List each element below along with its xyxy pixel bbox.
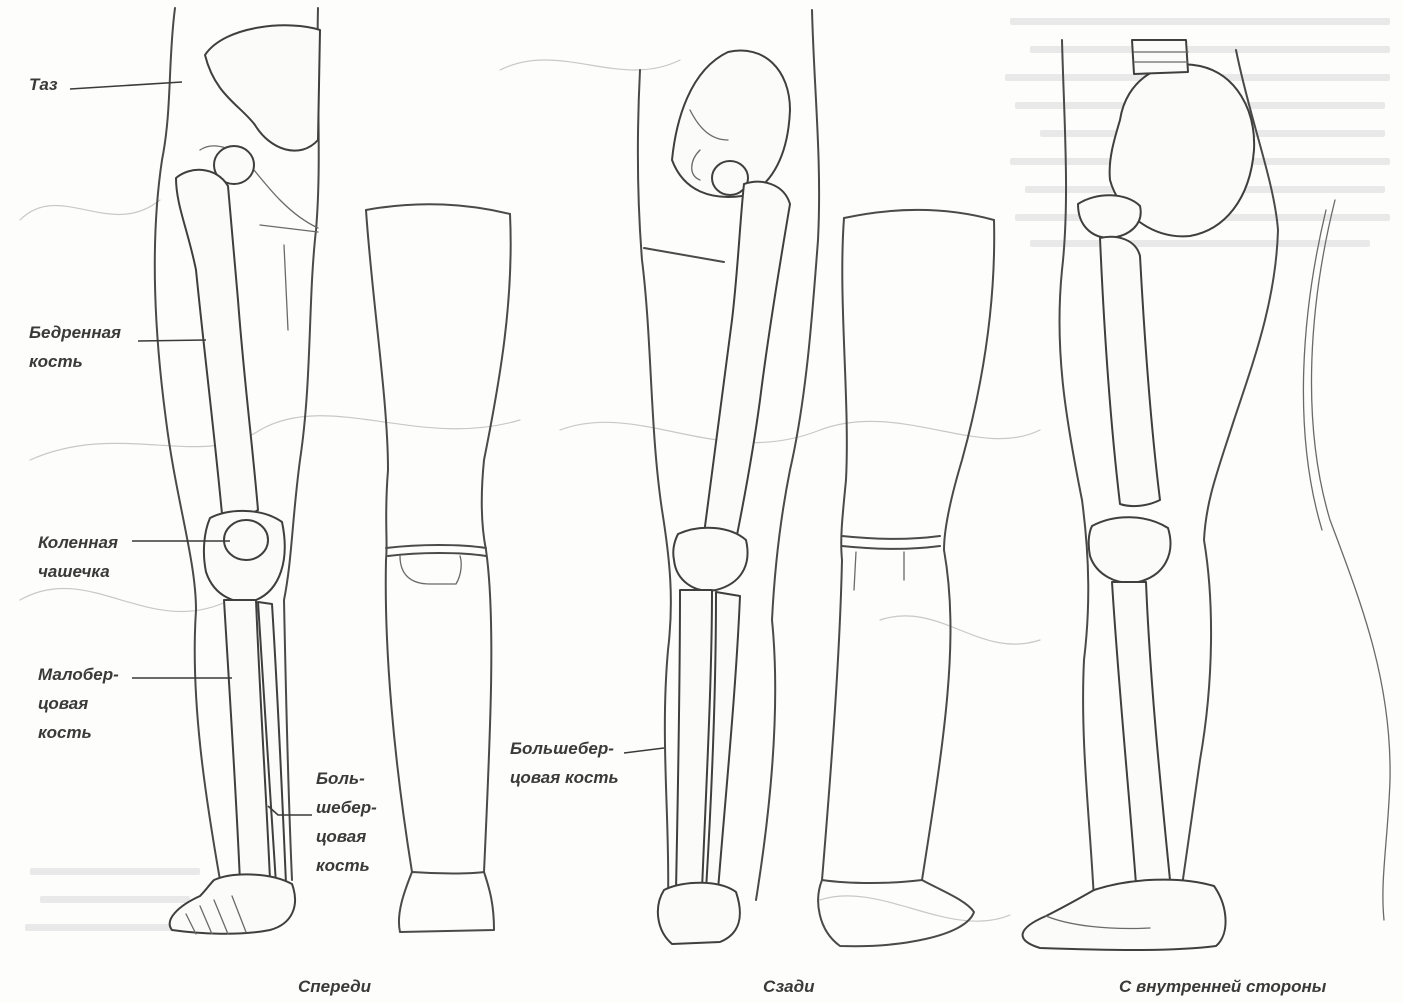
- background-scribbles: [20, 60, 1040, 921]
- leader-tibia-back: [624, 748, 664, 753]
- front-leg-skeleton: [155, 8, 320, 934]
- caption-inner-side: С внутренней стороны: [1119, 977, 1326, 997]
- label-tibia-front: Боль- шебер- цовая кость: [316, 764, 377, 880]
- label-fibula: Малобер- цовая кость: [38, 660, 119, 747]
- label-femur: Бедренная кость: [29, 318, 121, 376]
- label-pelvis: Таз: [29, 70, 58, 99]
- back-leg-skeleton: [638, 10, 819, 944]
- background-contour: [1303, 200, 1390, 920]
- inner-side-leg: [1023, 40, 1278, 950]
- leader-lines: [70, 82, 664, 815]
- label-patella: Коленная чашечка: [38, 528, 118, 586]
- label-tibia-back: Большебер- цовая кость: [510, 734, 619, 792]
- caption-front: Спереди: [298, 977, 371, 997]
- front-leg-outline: [366, 204, 511, 932]
- leader-femur: [138, 340, 206, 341]
- back-leg-outline: [818, 210, 994, 946]
- caption-back: Сзади: [763, 977, 815, 997]
- leader-pelvis: [70, 82, 182, 89]
